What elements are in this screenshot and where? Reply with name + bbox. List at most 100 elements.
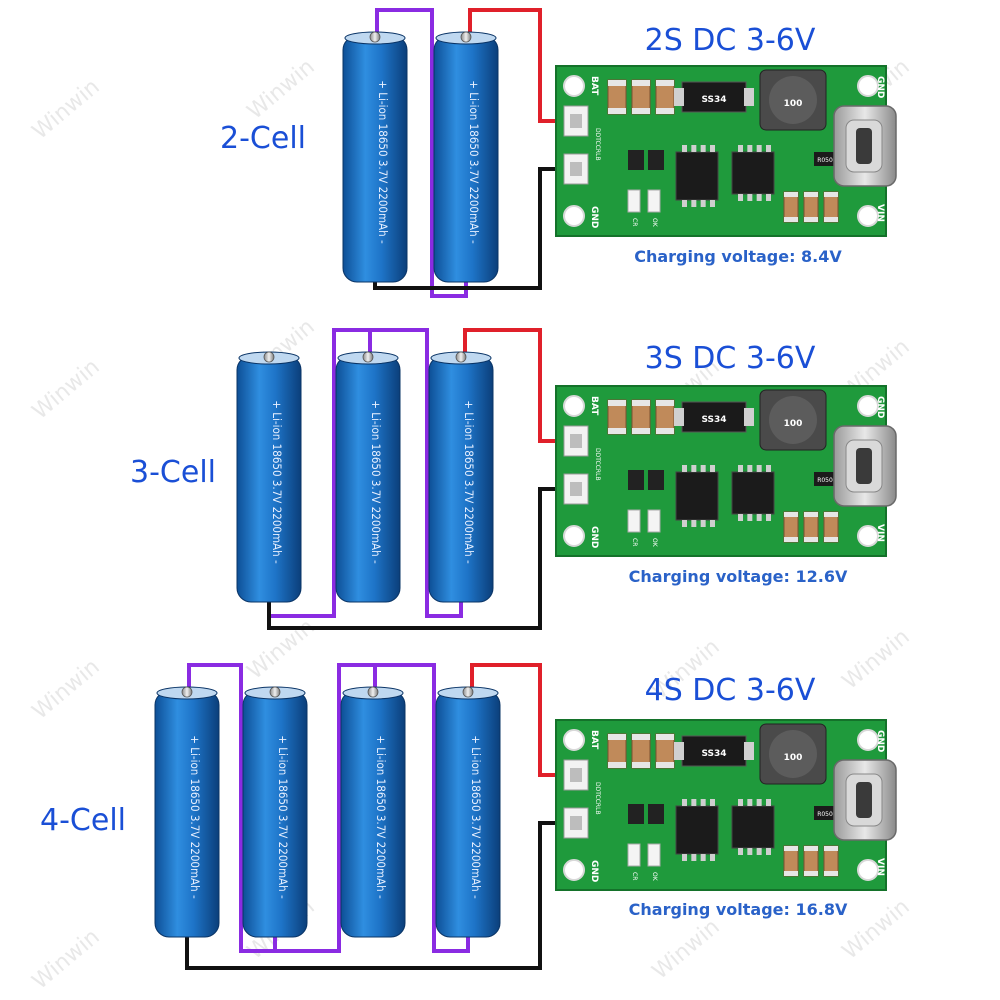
ic-chip [731, 471, 775, 515]
battery-terminal [460, 31, 472, 43]
series-wire [375, 8, 468, 298]
label-vin: VIN [875, 204, 885, 222]
ic-pin [738, 465, 743, 472]
label-gnd: GND [589, 860, 599, 882]
positive-wire [463, 328, 570, 443]
ic-pin [710, 145, 715, 152]
battery-body [236, 355, 302, 603]
ic-pin [710, 520, 715, 527]
mounting-hole [857, 205, 879, 227]
battery-cell: + Li-ion 18650 3.7V 2200mAh - [242, 686, 308, 938]
capacitor-cap [608, 734, 626, 740]
capacitor-cap [784, 217, 798, 222]
bat-pad-inner [570, 434, 582, 448]
ic-pin [700, 145, 706, 152]
inductor-core [769, 396, 817, 444]
ic-pin [700, 854, 706, 861]
led-ok [647, 509, 661, 533]
battery-label: + Li-ion 18650 3.7V 2200mAh - [188, 735, 202, 899]
inductor-core [769, 76, 817, 124]
capacitor-cap [656, 762, 674, 768]
mounting-hole [857, 75, 879, 97]
ic-pin [682, 465, 687, 472]
inductor-label: 100 [784, 419, 803, 429]
capacitor-cap [656, 400, 674, 406]
ic-chip [731, 805, 775, 849]
watermark-text: Winwin [28, 654, 105, 724]
battery-label: + Li-ion 18650 3.7V 2200mAh - [276, 735, 290, 899]
battery-terminal [367, 686, 379, 698]
watermark-text: Winwin [243, 54, 320, 124]
battery-label: + Li-ion 18650 3.7V 2200mAh - [374, 735, 388, 899]
ic-pin [691, 200, 697, 207]
capacitor-cap [608, 400, 626, 406]
mounting-hole [857, 859, 879, 881]
charger-board: BATGNDDDTCCRLBSS34100CROKR050RCSGNDVIN [555, 719, 897, 891]
capacitor-cap [804, 537, 818, 542]
capacitor-cap [632, 428, 650, 434]
mounting-hole [857, 729, 879, 751]
ic-pin [756, 799, 762, 806]
battery-cell: + Li-ion 18650 3.7V 2200mAh - [342, 31, 408, 283]
ic-pin [682, 145, 687, 152]
watermark-text: Winwin [838, 624, 915, 694]
capacitor-cap [632, 762, 650, 768]
cell-count-label: 2-Cell [220, 121, 306, 156]
mounting-hole [857, 395, 879, 417]
led-cr [627, 189, 641, 213]
mounting-hole [563, 729, 585, 751]
capacitor-cap [608, 762, 626, 768]
label-gnd-right: GND [875, 730, 885, 752]
ic-pin [766, 465, 771, 472]
led-ok [647, 843, 661, 867]
smd-transistor [648, 804, 664, 824]
resistor [814, 472, 836, 486]
capacitor-cap [824, 512, 838, 517]
capacitor-cap [632, 734, 650, 740]
capacitor-cap [824, 217, 838, 222]
ic-chip [675, 151, 719, 201]
capacitor-cap [784, 537, 798, 542]
ic-pin [700, 520, 706, 527]
ic-pin [700, 200, 706, 207]
ic-pin [756, 194, 762, 201]
ic-pin [766, 848, 771, 855]
diode-label: SS34 [701, 415, 726, 425]
label-ok: OK [651, 538, 658, 548]
ic-pin [700, 799, 706, 806]
config-title: 4S DC 3-6V [645, 673, 816, 708]
ic-pin [766, 799, 771, 806]
battery-cell: + Li-ion 18650 3.7V 2200mAh - [335, 351, 401, 603]
ic-pin [747, 465, 753, 472]
label-gnd-right: GND [875, 396, 885, 418]
battery-label: + Li-ion 18650 3.7V 2200mAh - [369, 400, 383, 564]
ic-pin [738, 514, 743, 521]
ic-pin [766, 514, 771, 521]
gnd-pad-inner [570, 162, 582, 176]
cell-count-label: 3-Cell [130, 455, 216, 490]
battery-body [428, 355, 494, 603]
label-bat: BAT [589, 730, 599, 750]
charger-board: BATGNDDDTCCRLBSS34100CROKR050RCSGNDVIN [555, 385, 897, 557]
ic-pin [691, 520, 697, 527]
mounting-hole [563, 525, 585, 547]
label-chip-code: DDTCCRLB [594, 782, 601, 815]
cell-count-label: 4-Cell [40, 803, 126, 838]
negative-wire [185, 821, 570, 970]
usb-c-tongue [856, 448, 872, 484]
diode-ss34 [681, 81, 747, 113]
capacitor-cap [824, 192, 838, 197]
inductor-label: 100 [784, 99, 803, 109]
label-cr: CR [631, 872, 638, 880]
ic-pin [747, 514, 753, 521]
diode-lead [674, 742, 684, 760]
positive-wire [470, 663, 570, 777]
battery-label: + Li-ion 18650 3.7V 2200mAh - [462, 400, 476, 564]
battery-terminal [455, 351, 467, 363]
ic-pin [766, 145, 771, 152]
battery-terminal [263, 351, 275, 363]
battery-body [335, 355, 401, 603]
label-vin: VIN [875, 524, 885, 542]
